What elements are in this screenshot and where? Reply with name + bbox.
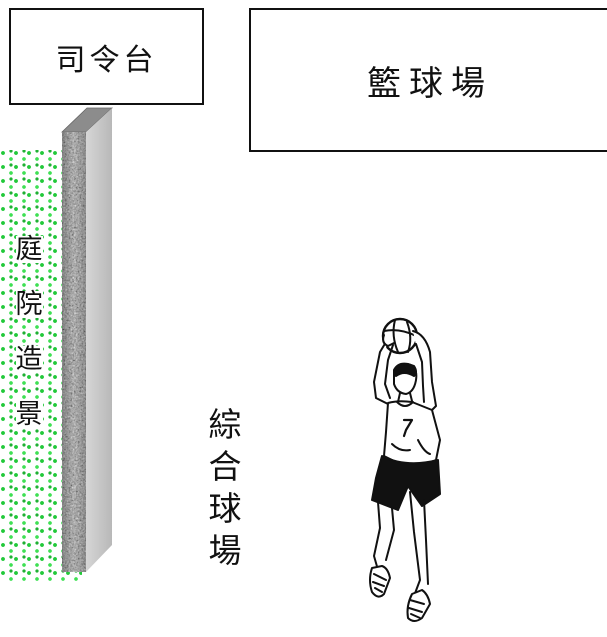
basketball-court-box: 籃球場 bbox=[249, 8, 607, 152]
garden-label-char: 造 bbox=[15, 344, 43, 375]
basketball-court-label: 籃球場 bbox=[367, 63, 493, 104]
sports-field-label: 綜 合 球 場 bbox=[205, 408, 245, 576]
basketball-icon bbox=[381, 317, 419, 355]
wall-side-face bbox=[86, 108, 112, 572]
sports-field-label-char: 綜 bbox=[208, 405, 242, 444]
garden-label: 庭 院 造 景 bbox=[14, 236, 44, 456]
stage-label: 司令台 bbox=[55, 42, 158, 78]
garden-label-char: 庭 bbox=[15, 234, 43, 265]
sports-field-label-char: 場 bbox=[208, 531, 242, 570]
stage-box: 司令台 bbox=[9, 8, 204, 105]
sports-field-label-char: 球 bbox=[208, 489, 242, 528]
sports-field-label-char: 合 bbox=[208, 447, 242, 486]
garden-label-char: 景 bbox=[15, 399, 43, 430]
garden-label-char: 院 bbox=[15, 289, 43, 320]
